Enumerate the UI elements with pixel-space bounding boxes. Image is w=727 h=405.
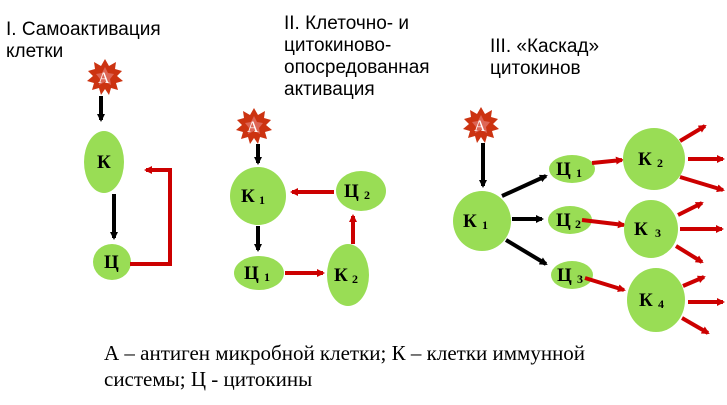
- node-k1-3: К 1: [453, 191, 511, 251]
- arrow-c3-k4-3: [584, 276, 626, 293]
- node-k2-2-label: К: [334, 265, 348, 286]
- node-k2-3: К 2: [623, 128, 685, 190]
- node-c2-2: Ц 2: [336, 171, 386, 211]
- antigen-label-2: А: [247, 119, 259, 136]
- node-c3-3-label: Ц: [557, 265, 572, 286]
- arrow-out-k3-a: [677, 201, 704, 217]
- node-c2-3-label: Ц: [556, 210, 571, 231]
- antigen-label-1: А: [98, 70, 110, 87]
- node-k2-3-label: К: [638, 149, 652, 170]
- arrow-k1-c1-3: [501, 174, 548, 198]
- arrow-out-k3-c: [674, 244, 704, 264]
- node-k3-3: К 3: [624, 200, 678, 258]
- node-k1-2: К 1: [230, 167, 286, 225]
- node-c3-3-sub: 3: [577, 272, 583, 286]
- antigen-burst-2: А: [236, 108, 272, 144]
- node-k4-3-label: К: [639, 290, 653, 311]
- node-k4-3-sub: 4: [658, 297, 664, 311]
- node-k1-3-sub: 1: [482, 218, 488, 232]
- node-c2-3-sub: 2: [575, 217, 581, 231]
- node-k3-3-label: К: [634, 219, 648, 240]
- antigen-burst-1: А: [87, 59, 123, 95]
- antigen-burst-3: А: [463, 107, 499, 143]
- node-c1-2: Ц 1: [234, 256, 284, 290]
- node-c1-2-label: Ц: [244, 263, 259, 284]
- node-k4-3: К 4: [627, 268, 685, 332]
- node-c2-2-sub: 2: [364, 188, 370, 202]
- legend-text: А – антиген микробной клетки; К – клетки…: [104, 341, 586, 391]
- arrow-c1-k2-3: [591, 156, 624, 165]
- section-2-title: II. Клеточно- и цитокиново- опосредованн…: [284, 13, 430, 100]
- node-k1-2-label: К: [241, 186, 255, 207]
- arrow-out-k4-a: [682, 275, 706, 288]
- node-k1-2-sub: 1: [259, 193, 265, 207]
- node-c3-3: Ц 3: [551, 261, 593, 289]
- section-3-title: III. «Каскад» цитокинов: [490, 36, 600, 79]
- node-c1-3-sub: 1: [576, 166, 582, 180]
- arrow-out-k4-c: [681, 316, 710, 335]
- node-c1-2-sub: 1: [264, 270, 270, 284]
- node-k2-3-sub: 2: [657, 156, 663, 170]
- node-c-1: Ц: [93, 244, 131, 280]
- node-c2-3: Ц 2: [548, 206, 592, 234]
- node-c1-3-label: Ц: [556, 159, 571, 180]
- node-k1-3-label: К: [463, 211, 477, 232]
- node-k2-2: К 2: [327, 244, 369, 306]
- node-c2-2-label: Ц: [344, 181, 359, 202]
- arrow-feedback-1: [130, 166, 172, 266]
- node-c1-3: Ц 1: [549, 155, 595, 183]
- section-1-title: I. Самоактивация клетки: [6, 19, 161, 62]
- node-k2-2-sub: 2: [352, 272, 358, 286]
- arrow-out-k2-c: [679, 175, 725, 193]
- node-c-1-label: Ц: [104, 252, 119, 273]
- antigen-label-3: А: [474, 118, 486, 135]
- node-k3-3-sub: 3: [655, 226, 661, 240]
- arrow-c2-k3-3: [581, 218, 626, 229]
- arrow-out-k2-a: [678, 124, 707, 143]
- arrow-k1-c3-3: [504, 238, 548, 266]
- node-k-1-label: К: [97, 152, 111, 173]
- node-k-1: К: [84, 131, 124, 193]
